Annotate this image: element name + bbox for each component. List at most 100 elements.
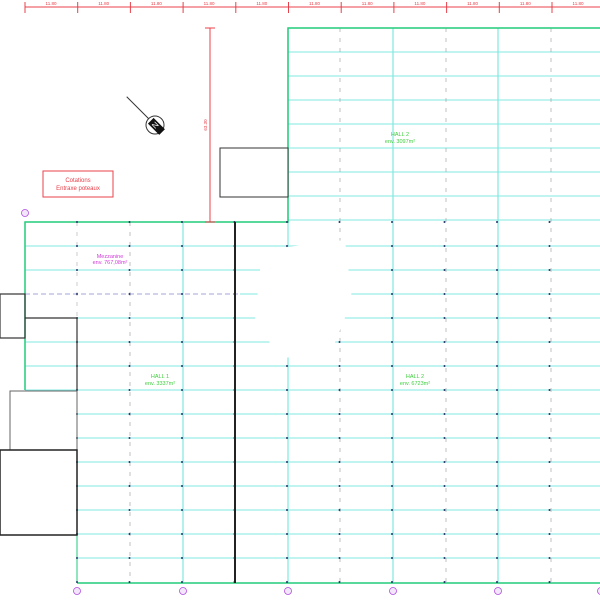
column-post (181, 437, 183, 439)
grid-axis-marker (494, 587, 502, 595)
column-post (496, 533, 498, 535)
column-post (496, 269, 498, 271)
dimension-label: 11.80 (46, 1, 57, 6)
column-post (496, 581, 498, 583)
column-post (128, 293, 131, 295)
column-post (338, 413, 341, 415)
dimension-label: 11.80 (520, 1, 531, 6)
column-post (128, 317, 131, 319)
column-post (128, 269, 131, 271)
column-post (496, 461, 498, 463)
legend-line-2: Entraxe poteaux (56, 186, 100, 192)
column-post (391, 581, 393, 583)
column-post (443, 437, 446, 439)
column-post (76, 581, 78, 583)
column-post (443, 581, 446, 583)
column-post (76, 557, 78, 559)
column-post (548, 533, 551, 535)
column-post (391, 485, 393, 487)
column-post (181, 461, 183, 463)
column-post (181, 581, 183, 583)
column-post (496, 221, 498, 223)
column-post (443, 293, 446, 295)
column-post (338, 509, 341, 511)
annex-building (0, 449, 78, 536)
column-post (286, 557, 288, 559)
column-post (181, 485, 183, 487)
column-post (338, 533, 341, 535)
grid-axis-marker (179, 587, 187, 595)
grid-axis-marker (284, 587, 292, 595)
column-post (128, 485, 131, 487)
column-post (391, 245, 393, 247)
column-post (286, 365, 288, 367)
column-post (443, 389, 446, 391)
column-post (338, 221, 341, 223)
column-post (496, 365, 498, 367)
column-post (181, 269, 183, 271)
column-post (391, 413, 393, 415)
column-post (181, 341, 183, 343)
column-post (76, 293, 78, 295)
hall1-area: env. 3337m² (145, 381, 175, 387)
column-post (496, 389, 498, 391)
column-post (496, 557, 498, 559)
column-post (391, 533, 393, 535)
column-post (548, 557, 551, 559)
column-post (548, 245, 551, 247)
column-post (76, 221, 78, 223)
column-post (391, 269, 393, 271)
column-post (128, 461, 131, 463)
column-post (338, 557, 341, 559)
column-post (548, 389, 551, 391)
column-post (286, 485, 288, 487)
column-post (496, 293, 498, 295)
column-post (76, 245, 78, 247)
column-post (338, 365, 341, 367)
column-post (391, 389, 393, 391)
dimension-label: 11.80 (362, 1, 373, 6)
column-post (128, 533, 131, 535)
column-post (391, 437, 393, 439)
column-post (443, 365, 446, 367)
grid-axis-marker (389, 587, 397, 595)
hall2-lower-label: HALL 2 (406, 374, 424, 380)
column-post (286, 413, 288, 415)
annex-wall (25, 317, 78, 390)
column-post (548, 317, 551, 319)
hall2-upper-label: HALL 2 (391, 132, 409, 138)
column-post (548, 581, 551, 583)
column-post (128, 413, 131, 415)
column-post (128, 389, 131, 391)
column-post (128, 437, 131, 439)
column-post (181, 365, 183, 367)
legend-box: Cotations Entraxe poteaux (42, 170, 114, 198)
column-post (128, 557, 131, 559)
compass-north-arrow-icon: N (126, 96, 165, 135)
dimension-label: 11.80 (98, 1, 109, 6)
column-post (338, 581, 341, 583)
legend-line-1: Cotations (65, 178, 90, 184)
column-post (443, 509, 446, 511)
column-post (338, 485, 341, 487)
column-post (443, 485, 446, 487)
mezzanine-area: env. 767,08m² (93, 260, 128, 266)
dimension-label: 11.80 (256, 1, 267, 6)
column-post (496, 437, 498, 439)
column-post (443, 245, 446, 247)
column-post (76, 269, 78, 271)
column-post (548, 509, 551, 511)
annex-building (9, 390, 78, 451)
adjacent-buildings (0, 147, 352, 583)
column-post (286, 533, 288, 535)
column-post (443, 341, 446, 343)
dimension-label: 11.80 (309, 1, 320, 6)
column-post (443, 317, 446, 319)
column-post (496, 413, 498, 415)
column-post (286, 461, 288, 463)
column-post (496, 341, 498, 343)
column-post (181, 317, 183, 319)
dimension-label: 11.80 (573, 1, 584, 6)
